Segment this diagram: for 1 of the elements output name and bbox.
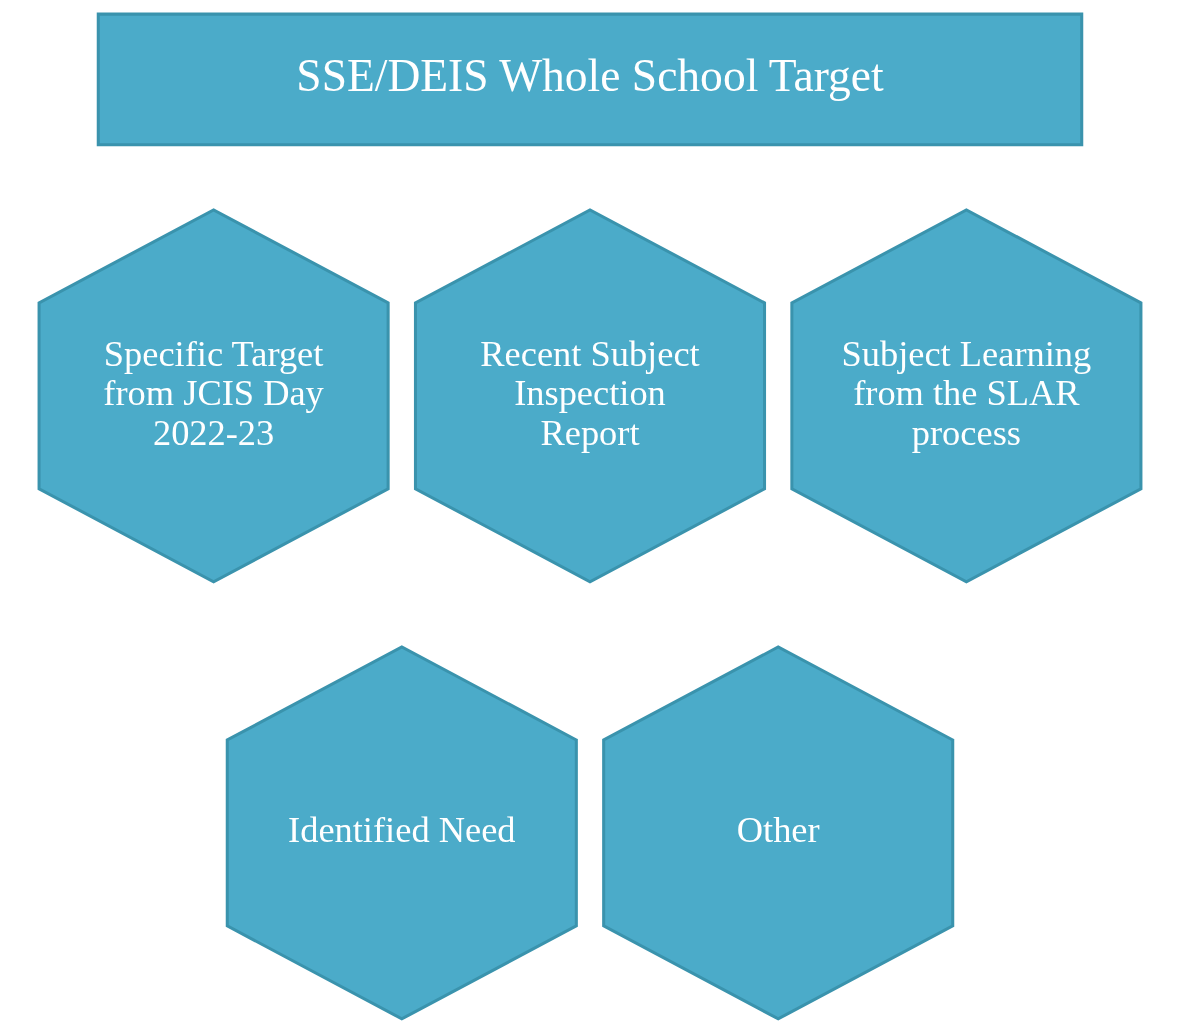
node-box: SSE/DEIS Whole School Target	[96, 12, 1084, 147]
